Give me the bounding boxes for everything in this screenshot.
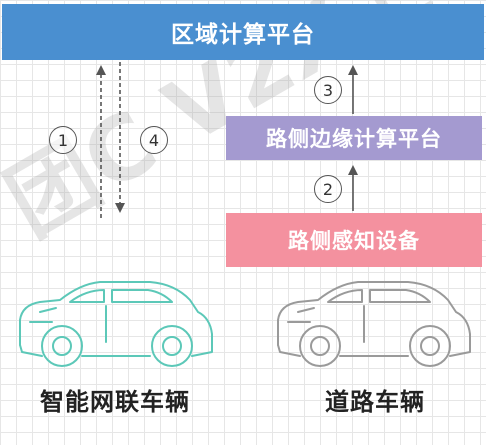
step-number-4: 4	[140, 126, 168, 154]
smart-vehicle-icon	[19, 281, 213, 367]
step-number-3: 3	[314, 76, 342, 104]
regional-computing-platform: 区域计算平台	[2, 4, 484, 60]
step-number-2: 2	[314, 175, 342, 203]
road-vehicle-icon	[277, 281, 471, 367]
road-vehicle-label: 道路车辆	[325, 388, 425, 416]
smart-vehicle-label: 智能网联车辆	[40, 388, 190, 416]
step-number-1: 1	[49, 126, 77, 154]
roadside-edge-computing-platform: 路侧边缘计算平台	[226, 116, 482, 160]
roadside-sensing-device: 路侧感知设备	[226, 213, 482, 267]
